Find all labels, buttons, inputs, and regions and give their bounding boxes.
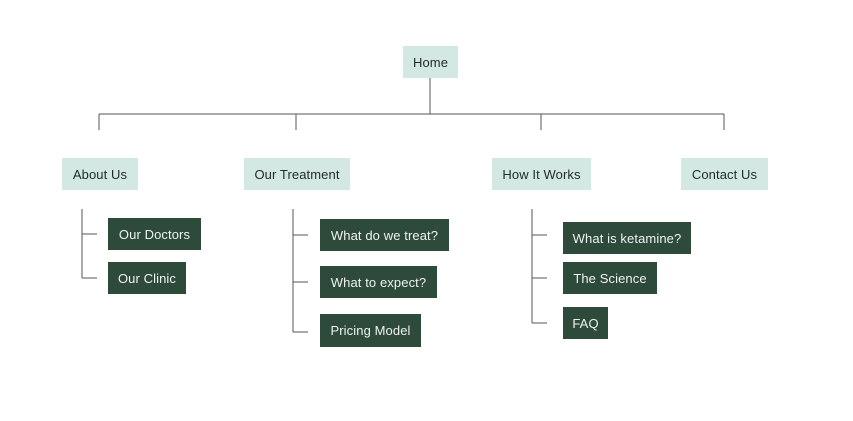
node-what-to-expect[interactable]: What to expect? bbox=[320, 266, 437, 298]
node-our-treatment[interactable]: Our Treatment bbox=[244, 158, 350, 190]
node-our-clinic[interactable]: Our Clinic bbox=[108, 262, 186, 294]
node-what-is-ketamine[interactable]: What is ketamine? bbox=[563, 222, 691, 254]
node-how-it-works[interactable]: How It Works bbox=[492, 158, 591, 190]
node-contact-us[interactable]: Contact Us bbox=[681, 158, 768, 190]
node-faq[interactable]: FAQ bbox=[563, 307, 608, 339]
node-what-do-we-treat[interactable]: What do we treat? bbox=[320, 219, 449, 251]
node-pricing-model[interactable]: Pricing Model bbox=[320, 314, 421, 347]
node-our-doctors[interactable]: Our Doctors bbox=[108, 218, 201, 250]
node-the-science[interactable]: The Science bbox=[563, 262, 657, 294]
node-about-us[interactable]: About Us bbox=[62, 158, 138, 190]
node-home[interactable]: Home bbox=[403, 46, 458, 78]
